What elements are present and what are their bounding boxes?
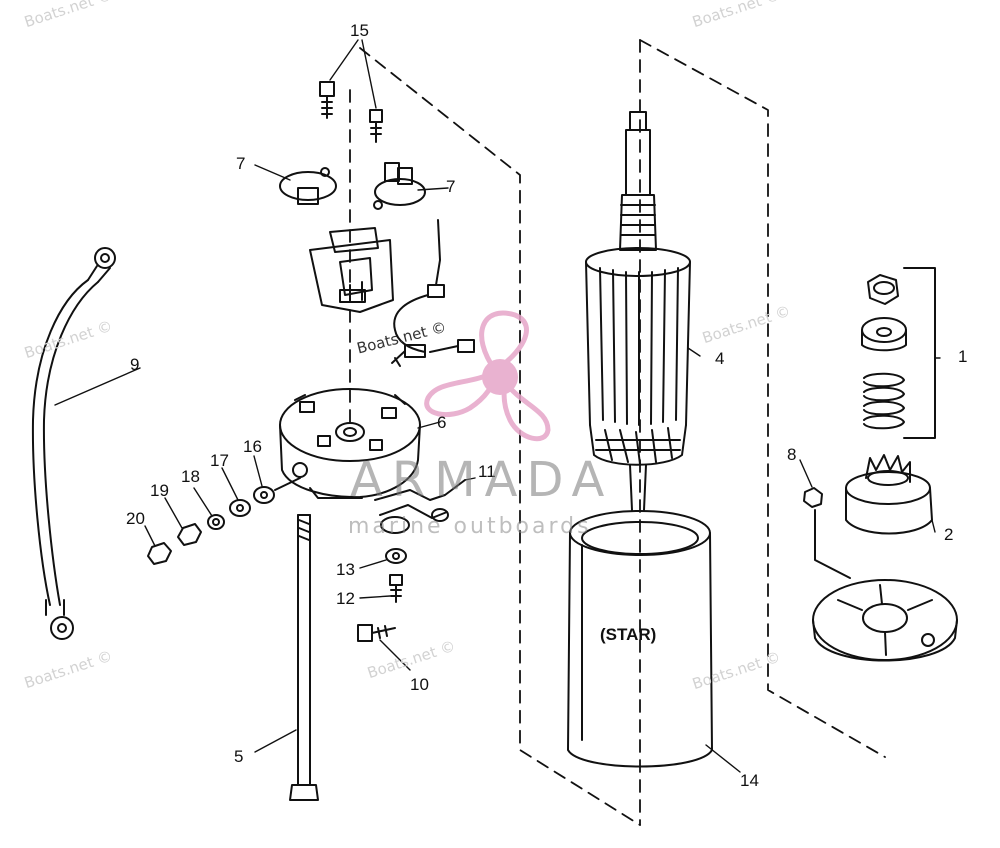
callout-16: 16 [243,437,262,456]
callout-14: 14 [740,771,759,790]
drive-pinion [845,454,933,535]
star-label: (STAR) [600,625,657,644]
callout-6: 6 [437,413,447,432]
field-frame [567,510,713,768]
callout-9: 9 [130,355,140,374]
callout-7-right: 7 [446,177,456,196]
brush-clips [279,162,426,210]
brush-holder [309,227,394,313]
callout-17: 17 [210,451,229,470]
callout-7-left: 7 [236,154,246,173]
through-bolt [289,514,319,801]
callout-20: 20 [126,509,145,528]
leader-lines [54,39,941,773]
drive-nut-spring [861,267,936,439]
assembly-guide-right [639,39,886,826]
callout-19: 19 [150,481,169,500]
brush-leads [391,219,475,367]
callout-11: 11 [478,462,496,481]
callout-8: 8 [787,445,797,464]
screws [319,81,383,143]
callout-5: 5 [234,747,244,766]
drive-end-housing [812,509,958,662]
battery-cable [31,247,116,640]
terminal-hardware [147,477,301,565]
armada-logo-tagline: marine outboards [348,514,592,539]
callout-18: 18 [181,467,200,486]
armature [585,111,691,511]
small-fasteners [357,548,407,642]
callout-10: 10 [410,675,429,694]
assembly-guide-left [349,47,641,826]
bracket [374,479,466,534]
callout-12: 12 [336,589,355,608]
callout-15: 15 [350,21,369,40]
callout-4: 4 [715,349,725,368]
callout-1: 1 [958,347,968,366]
callout-13: 13 [336,560,355,579]
armada-logo-mark [424,310,551,442]
armada-logo-word: ARMADA [350,452,614,508]
callout-2: 2 [944,525,954,544]
small-nut [803,487,823,508]
